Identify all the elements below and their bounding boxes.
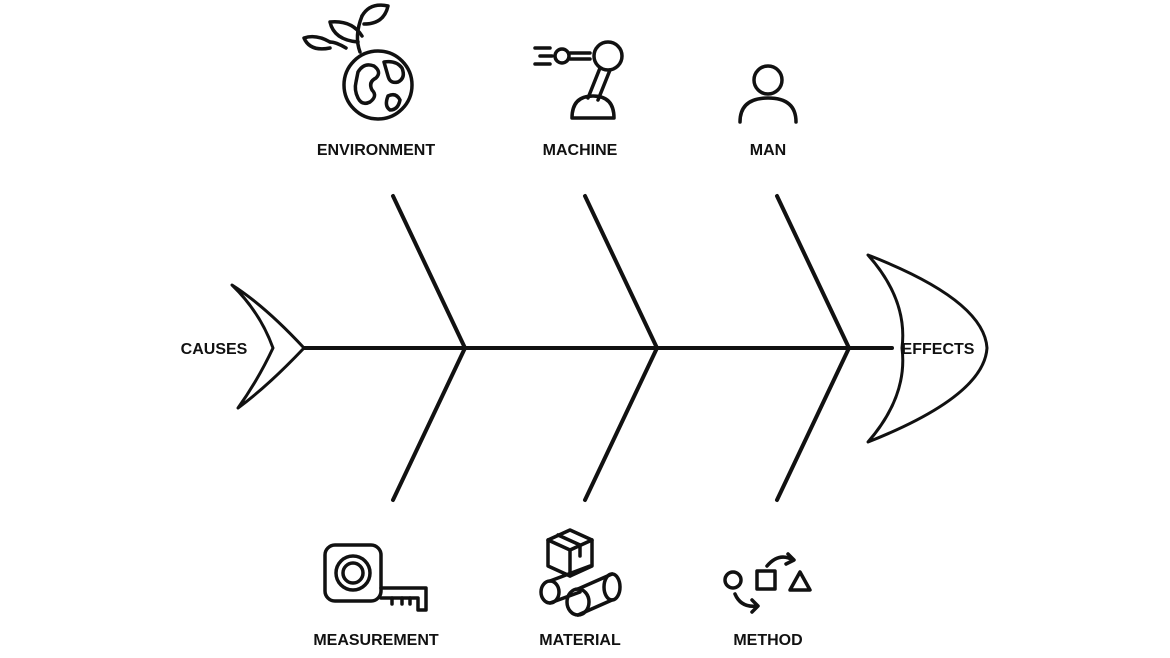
shapes-cycle-icon <box>723 552 812 614</box>
man-label: MAN <box>750 142 786 159</box>
effects-label: EFFECTS <box>902 341 975 358</box>
rib-bottom-1 <box>391 346 467 502</box>
rib-top-1 <box>391 194 467 350</box>
person-icon <box>738 64 798 124</box>
rib-bottom-2 <box>583 346 659 502</box>
box-and-pipes-icon <box>539 528 622 617</box>
rib-top-2 <box>583 194 659 350</box>
environment-label: ENVIRONMENT <box>317 142 435 159</box>
material-label: MATERIAL <box>539 632 621 649</box>
tape-measure-icon <box>323 543 428 612</box>
robotic-arm-icon <box>533 40 624 120</box>
machine-label: MACHINE <box>543 142 618 159</box>
causes-label: CAUSES <box>181 341 248 358</box>
fish-head <box>866 253 989 444</box>
rib-top-3 <box>775 194 851 350</box>
globe-with-plant-icon <box>302 3 414 121</box>
method-label: METHOD <box>733 632 802 649</box>
rib-bottom-3 <box>775 346 851 502</box>
measurement-label: MEASUREMENT <box>313 632 439 649</box>
fish-tail <box>230 283 306 410</box>
